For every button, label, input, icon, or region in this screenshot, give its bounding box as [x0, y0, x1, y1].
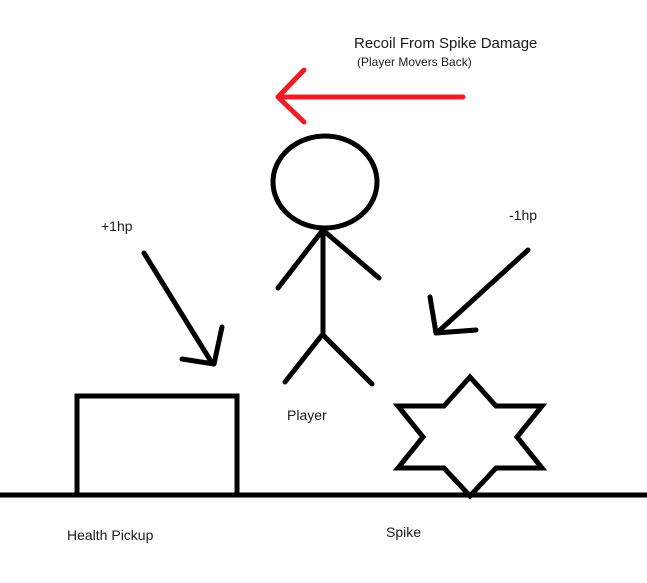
spike-delta-label: -1hp [509, 207, 538, 223]
player-label: Player [287, 407, 327, 423]
spike-star-icon [392, 373, 548, 500]
recoil-arrow-icon [275, 67, 466, 125]
health-pickup-label: Health Pickup [67, 527, 154, 543]
spike-label: Spike [386, 524, 422, 540]
health-delta-label: +1hp [101, 218, 133, 234]
health-pickup-box-icon [74, 393, 240, 498]
spike-damage-arrow-icon [427, 247, 531, 336]
health-gain-arrow-icon [141, 250, 225, 367]
recoil-subtitle: (Player Movers Back) [357, 55, 472, 69]
player-stick-figure-icon [270, 133, 382, 387]
recoil-title: Recoil From Spike Damage [354, 35, 538, 52]
